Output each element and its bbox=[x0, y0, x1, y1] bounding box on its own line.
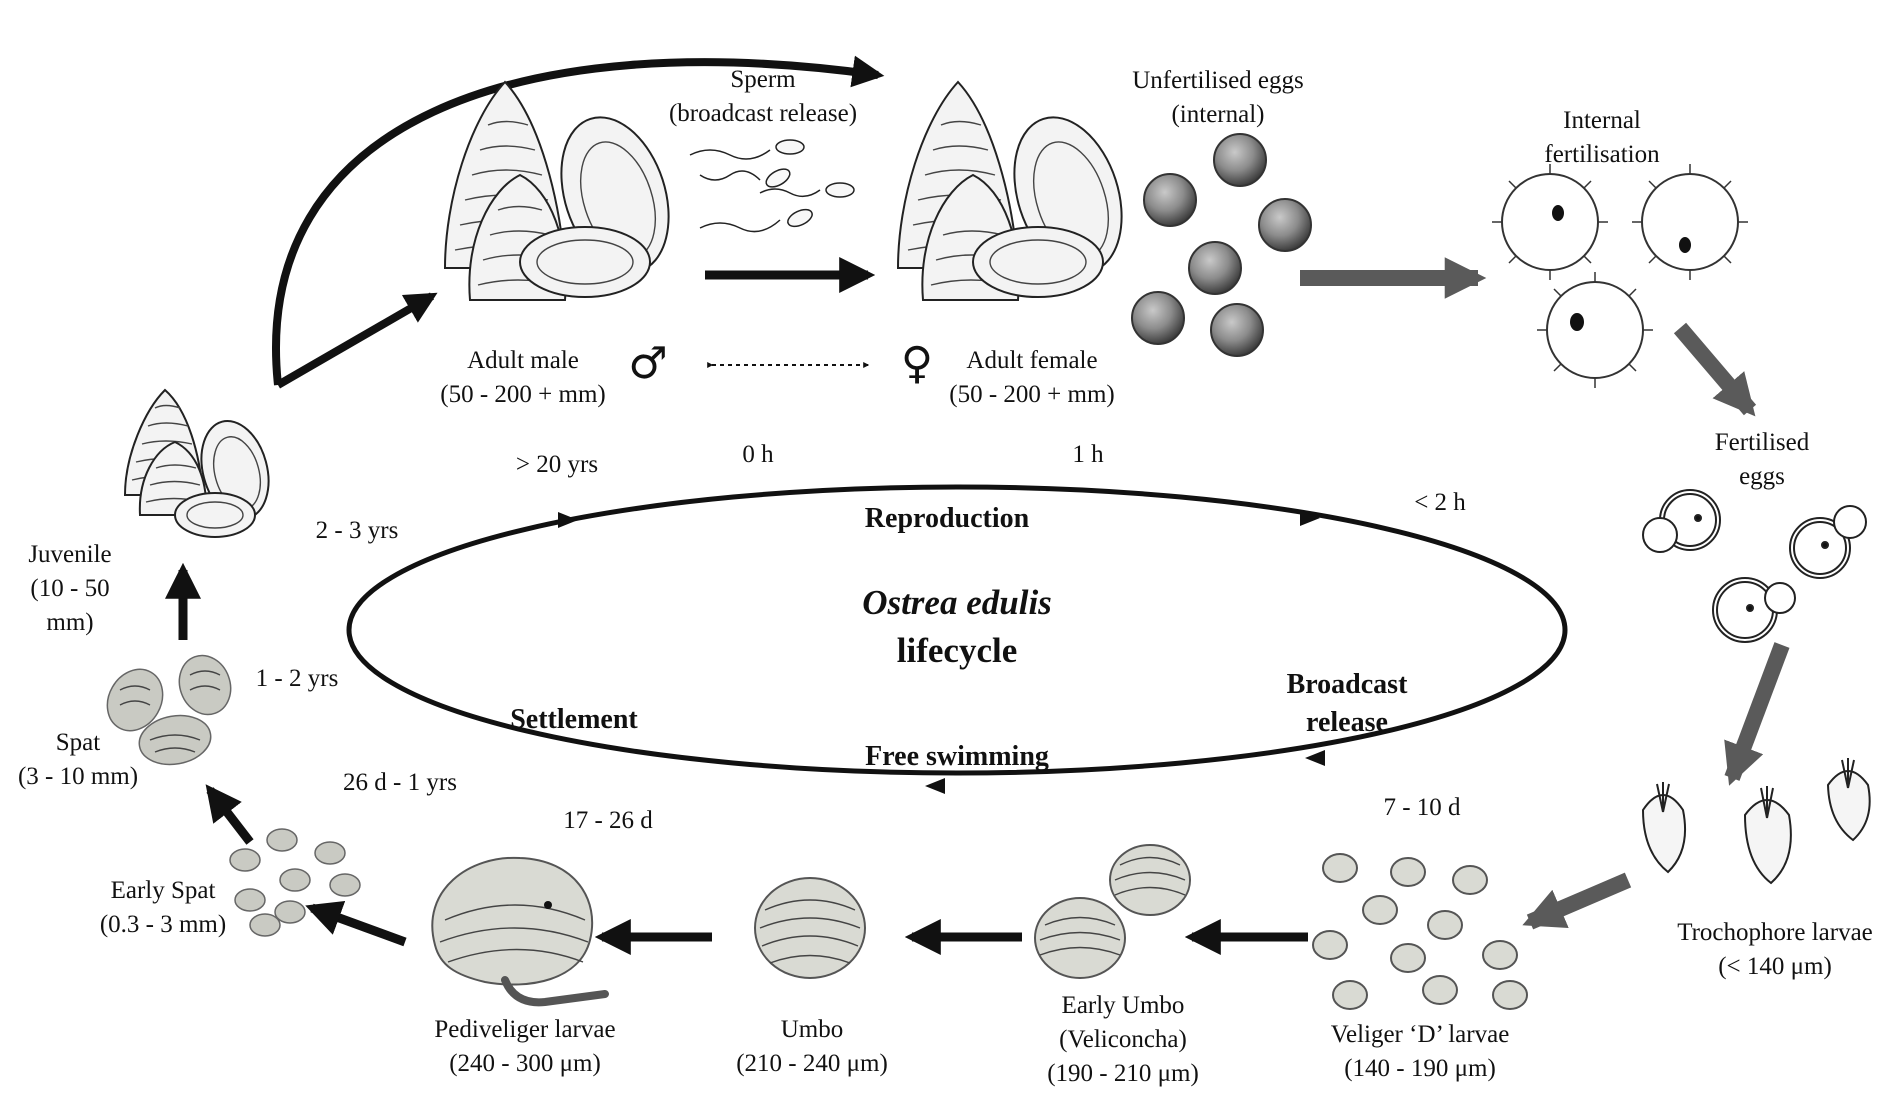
adult-male-label-1: Adult male bbox=[467, 347, 579, 374]
phase-free-swimming: Free swimming bbox=[865, 741, 1049, 772]
ellipse-direction-arrows bbox=[558, 510, 1325, 794]
veliger-larvae bbox=[1312, 853, 1528, 1010]
time-17-26d: 17 - 26 d bbox=[563, 807, 653, 834]
sperm-cells bbox=[689, 139, 855, 233]
time-gt20yrs: > 20 yrs bbox=[516, 451, 598, 478]
lifecycle-title: lifecycle bbox=[897, 631, 1017, 670]
early-spat-label-1: Early Spat bbox=[111, 877, 216, 904]
pediveliger-label-1: Pediveliger larvae bbox=[434, 1016, 615, 1043]
trochophore-label-1: Trochophore larvae bbox=[1677, 919, 1873, 946]
time-1h: 1 h bbox=[1072, 441, 1104, 468]
trochophore-label-2: (< 140 μm) bbox=[1718, 953, 1832, 980]
spat-label-1: Spat bbox=[56, 729, 101, 756]
internal-fertilisation-cells bbox=[1492, 164, 1748, 388]
adult-male-oyster bbox=[443, 80, 670, 301]
fertilised-label-2: eggs bbox=[1739, 463, 1785, 490]
grey-arrows bbox=[1300, 257, 1790, 930]
time-0h: 0 h bbox=[742, 441, 774, 468]
female-symbol: ♀ bbox=[901, 338, 933, 389]
sperm-label-1: Sperm bbox=[730, 66, 796, 93]
juvenile-label-2: (10 - 50 bbox=[30, 575, 109, 602]
adult-female-label-2: (50 - 200 + mm) bbox=[949, 381, 1114, 408]
unfertilised-label-2: (internal) bbox=[1171, 101, 1264, 128]
arc-arrow-to-female bbox=[272, 55, 885, 386]
phase-broadcast-1: Broadcast bbox=[1287, 669, 1408, 700]
grey-arrow-fertilisation-to-fertilised bbox=[1673, 322, 1757, 417]
pediveliger-label-2: (240 - 300 μm) bbox=[449, 1050, 601, 1077]
early-spat bbox=[229, 828, 361, 937]
internal-fert-label-2: fertilisation bbox=[1544, 141, 1660, 168]
spat-label-2: (3 - 10 mm) bbox=[18, 763, 138, 790]
adult-male-label-2: (50 - 200 + mm) bbox=[440, 381, 605, 408]
lifecycle-ellipse bbox=[346, 484, 1568, 776]
time-lt2h: < 2 h bbox=[1414, 489, 1466, 516]
early-umbo-label-1: Early Umbo bbox=[1062, 992, 1185, 1019]
time-26d-1yrs: 26 d - 1 yrs bbox=[343, 769, 457, 796]
species-title: Ostrea edulis bbox=[862, 583, 1052, 622]
veliger-label-1: Veliger ‘D’ larvae bbox=[1331, 1021, 1510, 1048]
adult-female-label-1: Adult female bbox=[966, 347, 1097, 374]
pediveliger-larva bbox=[431, 856, 609, 1007]
trochophore-larvae bbox=[1641, 758, 1871, 885]
umbo-larva bbox=[754, 877, 866, 979]
arrow-earlyspat-to-spat bbox=[205, 784, 254, 845]
juvenile-label-1: Juvenile bbox=[28, 541, 111, 568]
male-symbol: ♂ bbox=[628, 338, 667, 389]
juvenile-oyster bbox=[123, 388, 270, 538]
veliger-label-2: (140 - 190 μm) bbox=[1344, 1055, 1496, 1082]
adult-female-oyster bbox=[896, 80, 1123, 301]
fertilised-label-1: Fertilised bbox=[1715, 429, 1810, 456]
arrow-pediveliger-to-earlyspat bbox=[305, 900, 407, 947]
early-umbo-label-3: (190 - 210 μm) bbox=[1047, 1060, 1199, 1087]
spat bbox=[106, 654, 232, 766]
time-7-10d: 7 - 10 d bbox=[1383, 794, 1461, 821]
juvenile-label-3: mm) bbox=[46, 609, 93, 636]
early-spat-label-2: (0.3 - 3 mm) bbox=[100, 911, 226, 938]
grey-arrow-fertilised-to-trochophore bbox=[1724, 642, 1790, 786]
phase-broadcast-2: release bbox=[1306, 707, 1388, 738]
time-2-3yrs: 2 - 3 yrs bbox=[316, 517, 399, 544]
grey-arrow-trochophore-to-veliger bbox=[1522, 872, 1632, 930]
unfertilised-eggs bbox=[1131, 133, 1312, 357]
time-1-2yrs: 1 - 2 yrs bbox=[256, 665, 339, 692]
unfertilised-label-1: Unfertilised eggs bbox=[1132, 67, 1303, 94]
umbo-label-2: (210 - 240 μm) bbox=[736, 1050, 888, 1077]
fertilised-eggs bbox=[1642, 489, 1867, 643]
arrow-juvenile-to-male bbox=[275, 292, 438, 389]
umbo-label-1: Umbo bbox=[781, 1016, 844, 1043]
early-umbo-larvae bbox=[1034, 844, 1191, 979]
phase-reproduction: Reproduction bbox=[865, 503, 1030, 534]
sperm-label-2: (broadcast release) bbox=[669, 100, 857, 127]
phase-settlement: Settlement bbox=[510, 704, 638, 735]
early-umbo-label-2: (Veliconcha) bbox=[1059, 1026, 1187, 1053]
internal-fert-label-1: Internal bbox=[1563, 107, 1641, 134]
